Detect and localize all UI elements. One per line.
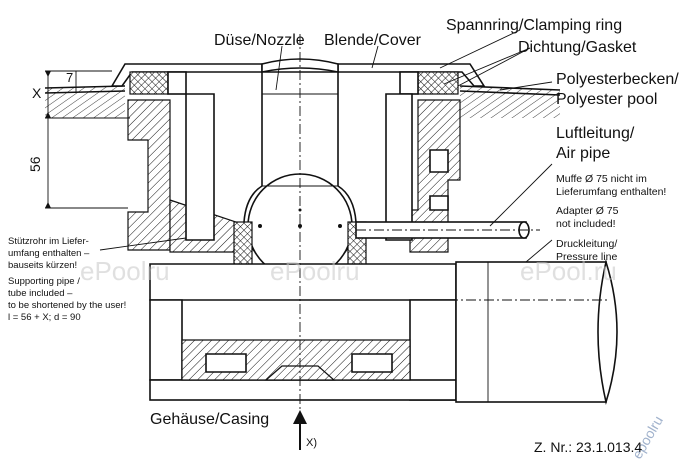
label-air-pipe-1: Luftleitung/ <box>556 125 635 142</box>
label-gasket: Dichtung/Gasket <box>518 39 637 56</box>
note-support-de-1: Stützrohr im Liefer- <box>8 236 89 247</box>
label-nozzle: Düse/Nozzle <box>214 32 305 49</box>
supporting-pipe <box>455 258 618 406</box>
note-support-de-3: bauseits kürzen! <box>8 260 77 271</box>
label-pressure-1: Druckleitung/ <box>556 238 617 250</box>
note-support-en-3: to be shortened by the user! <box>8 300 126 311</box>
label-pool-1: Polyesterbecken/ <box>556 71 679 88</box>
clamping-ring <box>129 71 459 95</box>
note-support-en-1: Supporting pipe / <box>8 276 80 287</box>
watermark-2: ePoolru <box>270 256 360 286</box>
label-pool-2: Polyester pool <box>556 91 657 108</box>
leader-lines <box>99 29 553 263</box>
dim-fifty-six: 56 <box>27 156 43 172</box>
note-support-en-2: tube included – <box>8 288 73 299</box>
housing-right <box>385 93 461 253</box>
label-arrow-x: X) <box>306 437 317 449</box>
label-socket-note-1: Muffe Ø 75 nicht im <box>556 173 647 185</box>
label-cover: Blende/Cover <box>324 32 422 49</box>
housing-left <box>127 93 237 253</box>
note-support-formula: l = 56 + X; d = 90 <box>8 312 81 323</box>
label-adapter-1: Adapter Ø 75 <box>556 205 619 217</box>
label-air-pipe-2: Air pipe <box>556 145 610 162</box>
center-lines <box>160 34 608 420</box>
dim-seven: 7 <box>66 70 73 85</box>
housing-body <box>149 263 457 401</box>
dim-x: X <box>32 85 42 101</box>
dimensions <box>45 70 130 209</box>
label-clamping-ring: Spannring/Clamping ring <box>446 17 622 34</box>
drawing-number: Z. Nr.: 23.1.013.4 <box>534 439 642 455</box>
nozzle <box>243 71 357 279</box>
label-casing: Gehäuse/Casing <box>150 411 269 428</box>
view-arrow <box>293 410 307 450</box>
watermark-1: ePoolru <box>80 256 170 286</box>
note-support-de-2: umfang enthalten – <box>8 248 90 259</box>
label-adapter-2: not included! <box>556 218 616 230</box>
watermark-3: ePool.ru <box>520 256 617 286</box>
label-pressure-2: Pressure line <box>556 251 617 263</box>
label-socket-note-2: Lieferumfang enthalten! <box>556 186 666 198</box>
